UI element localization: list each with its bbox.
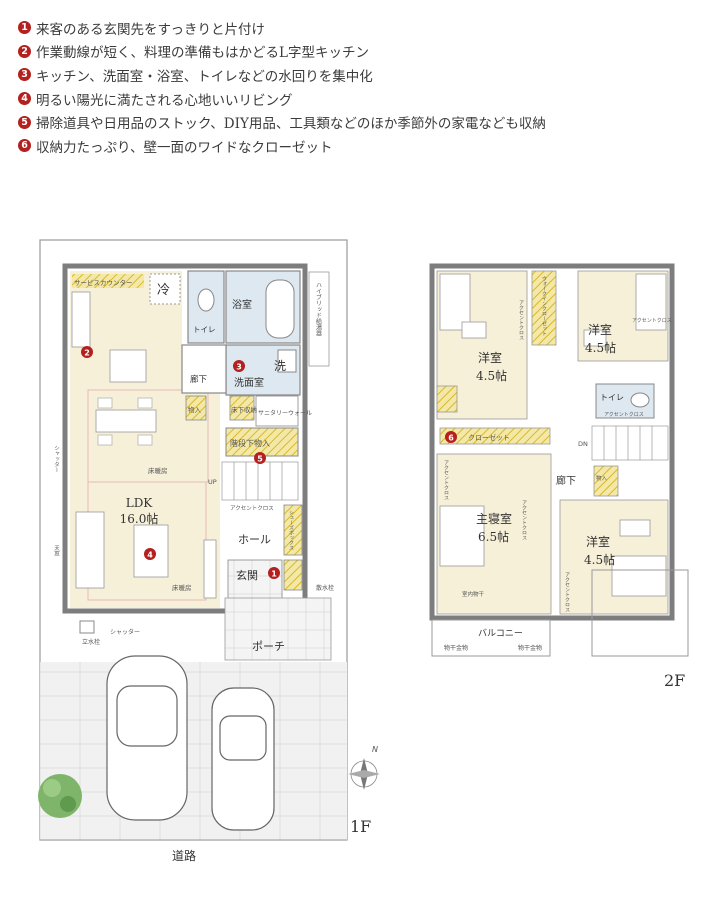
svg-text:4: 4 [147, 551, 153, 560]
closet-label: クローゼット [468, 433, 510, 442]
yoshitsu-tl-label: 洋室 [478, 350, 502, 365]
feature-number-badge: 2 [18, 44, 31, 58]
dryer-2-label: 物干金物 [518, 644, 542, 652]
svg-text:1: 1 [271, 570, 277, 579]
yoshitsu-br-size: 4.5帖 [584, 552, 615, 567]
dn-label: DN [578, 440, 588, 448]
yoshitsu-tr-label: 洋室 [588, 322, 612, 337]
bath-label: 浴室 [232, 298, 252, 311]
sanitary-wall-label: サニタリーウォール [258, 409, 312, 417]
storage-2f-label: 物入 [596, 474, 608, 482]
feature-text: 収納力たっぷり、壁一面のワイドなクローゼット [36, 139, 333, 156]
floor-1f-label: 1F [350, 817, 371, 836]
ldk-label: LDK [126, 496, 154, 510]
yoshitsu-tl-size: 4.5帖 [476, 368, 507, 383]
badge-2f-6: 6 [445, 431, 457, 443]
wash-label: 洗 [274, 359, 286, 373]
toilet-2f-label: トイレ [600, 393, 624, 402]
feature-number-badge: 3 [18, 68, 31, 82]
floor-2f: 洋室 4.5帖 洋室 4.5帖 主寝室 6.5帖 洋室 4.5帖 廊下 トイレ … [429, 263, 689, 690]
storage-1f-label: 物入 [188, 405, 202, 414]
entrance-label: 玄関 [236, 568, 258, 582]
underfloor-label: 床下収納 [231, 405, 257, 414]
under-stair-label: 階段下物入 [230, 438, 270, 448]
fridge-label: 冷 [157, 283, 170, 298]
dryer-1-label: 物干金物 [444, 644, 468, 652]
badge-1f-5: 5 [254, 452, 266, 464]
tenmado-label: 天窓 [53, 545, 60, 557]
feature-number-badge: 1 [18, 21, 31, 35]
badge-1f-3: 3 [233, 360, 245, 372]
floor-heating-label: 床暖房 [148, 466, 168, 475]
feature-item: 5 掃除道具や日用品のストック、DIY用品、工具類などのほか季節外の家電なども収納 [18, 110, 698, 134]
compass-icon [348, 758, 380, 790]
badge-1f-4: 4 [144, 548, 156, 560]
feature-text: キッチン、洗面室・浴室、トイレなどの水回りを集中化 [36, 68, 373, 85]
accent-2f-4: アクセントクロス [443, 460, 449, 500]
feature-text: 来客のある玄関先をすっきりと片付け [36, 21, 265, 38]
floor-1f: サービスカウンター 冷 浴室 トイレ 洗 洗面室 廊下 物入 床下収納 サニタリ… [38, 239, 380, 863]
ldk-size: 16.0帖 [120, 511, 159, 526]
feature-item: 3 キッチン、洗面室・浴室、トイレなどの水回りを集中化 [18, 63, 698, 87]
badge-1f-2: 2 [81, 346, 93, 358]
floor-2f-label: 2F [664, 671, 685, 690]
standing-faucet-label: 立水栓 [82, 638, 100, 646]
feature-item: 1 来客のある玄関先をすっきりと片付け [18, 16, 698, 40]
yoshitsu-tr-size: 4.5帖 [585, 340, 616, 355]
washroom-label: 洗面室 [234, 376, 264, 389]
road-label: 道路 [172, 848, 196, 863]
feature-text: 掃除道具や日用品のストック、DIY用品、工具類などのほか季節外の家電なども収納 [36, 116, 546, 133]
service-counter-label: サービスカウンター [74, 278, 133, 287]
badge-1f-1: 1 [268, 567, 280, 579]
accent-cloth-1f: アクセントクロス [230, 505, 274, 512]
feature-number-badge: 6 [18, 139, 31, 153]
walk-closet-label: ウォークインクローゼット [541, 275, 547, 336]
feature-item: 4 明るい陽光に満たされる心地いいリビング [18, 87, 698, 111]
master-size: 6.5帖 [478, 529, 509, 544]
feature-item: 2 作業動線が短く、料理の準備もはかどるL字型キッチン [18, 40, 698, 64]
master-label: 主寝室 [476, 511, 512, 526]
svg-text:6: 6 [448, 434, 454, 443]
shutter-label: シャッター [110, 628, 140, 636]
hallway-1f-label: 廊下 [190, 374, 208, 385]
accent-2f-3: アクセントクロス [518, 300, 524, 340]
hallway-2f-label: 廊下 [556, 474, 576, 487]
balcony-label: バルコニー [478, 628, 523, 639]
accent-2f-2: アクセントクロス [632, 318, 672, 324]
accent-2f-1: アクセントクロス [604, 412, 644, 418]
hybrid-water-heater-label: ハイブリッド給湯器 [315, 282, 322, 337]
parking-area [40, 662, 347, 840]
accent-2f-5: アクセントクロス [521, 500, 527, 540]
hall-label: ホール [238, 533, 271, 546]
feature-number-badge: 4 [18, 92, 31, 106]
toilet-1f-label: トイレ [193, 325, 216, 334]
feature-text: 作業動線が短く、料理の準備もはかどるL字型キッチン [36, 45, 369, 62]
yoshitsu-br-label: 洋室 [586, 534, 610, 549]
shoes-box-label: シューズボックス [288, 510, 294, 550]
feature-list: 1 来客のある玄関先をすっきりと片付け 2 作業動線が短く、料理の準備もはかどるL字型… [18, 16, 698, 158]
indoor-dryer-label: 室内物干 [462, 590, 485, 598]
feature-item: 6 収納力たっぷり、壁一面のワイドなクローゼット [18, 134, 698, 158]
accent-2f-6: アクセントクロス [564, 572, 570, 612]
feature-number-badge: 5 [18, 115, 31, 129]
svg-text:2: 2 [84, 349, 90, 358]
porch-label: ポーチ [252, 640, 285, 653]
sprinkler-label: 散水栓 [316, 584, 334, 592]
floor-heating-label-2: 床暖房 [172, 583, 192, 592]
svg-text:3: 3 [236, 363, 242, 372]
feature-text: 明るい陽光に満たされる心地いいリビング [36, 92, 293, 109]
up-label: UP [208, 478, 217, 486]
shutter-side-label: シャッター [53, 445, 60, 473]
svg-text:5: 5 [257, 455, 263, 464]
compass-north-label: N [372, 745, 378, 754]
